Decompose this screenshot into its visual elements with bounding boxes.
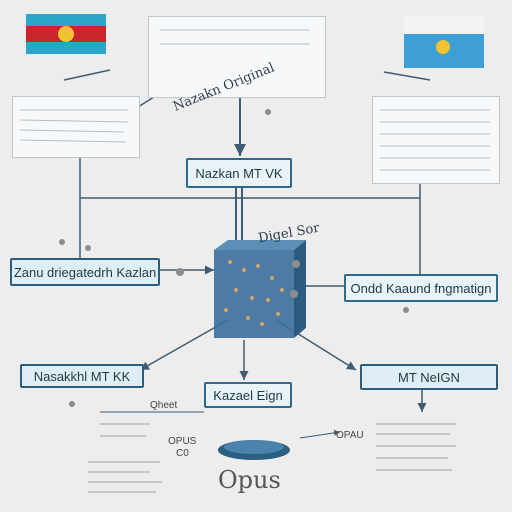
data-cube-top (214, 240, 306, 250)
connector (299, 429, 341, 439)
nazakan-mt-node[interactable]: Nazkan MT VK (186, 158, 292, 188)
kazakhstan-flag-right (404, 16, 484, 68)
qheet-label: Qheet (150, 400, 178, 411)
sun-icon (436, 40, 450, 54)
co-label: C0 (176, 448, 189, 459)
connector (63, 69, 111, 81)
mt-neign-node[interactable]: MT NeIGN (360, 364, 498, 390)
data-cube (214, 250, 294, 338)
kazakhstan-flag-left (26, 14, 106, 54)
connector (383, 71, 431, 81)
right-document-panel (372, 96, 500, 184)
opus-right-label: OPAU (336, 430, 364, 441)
connector (139, 319, 229, 371)
opus-small-label: OPUS (168, 436, 197, 447)
kazakel-node[interactable]: Kazael Eign (204, 382, 292, 408)
right-mid-node[interactable]: Ondd Kaaund fngmatign (344, 274, 498, 302)
left-document-panel (12, 96, 140, 158)
zanu-corpus-node[interactable]: Zanu driegatedrh Kazlan (10, 258, 160, 286)
sun-icon (58, 26, 74, 42)
left-bottom-node[interactable]: Nasakkhl MT KK (20, 364, 144, 388)
opus-title: Opus (218, 466, 281, 494)
